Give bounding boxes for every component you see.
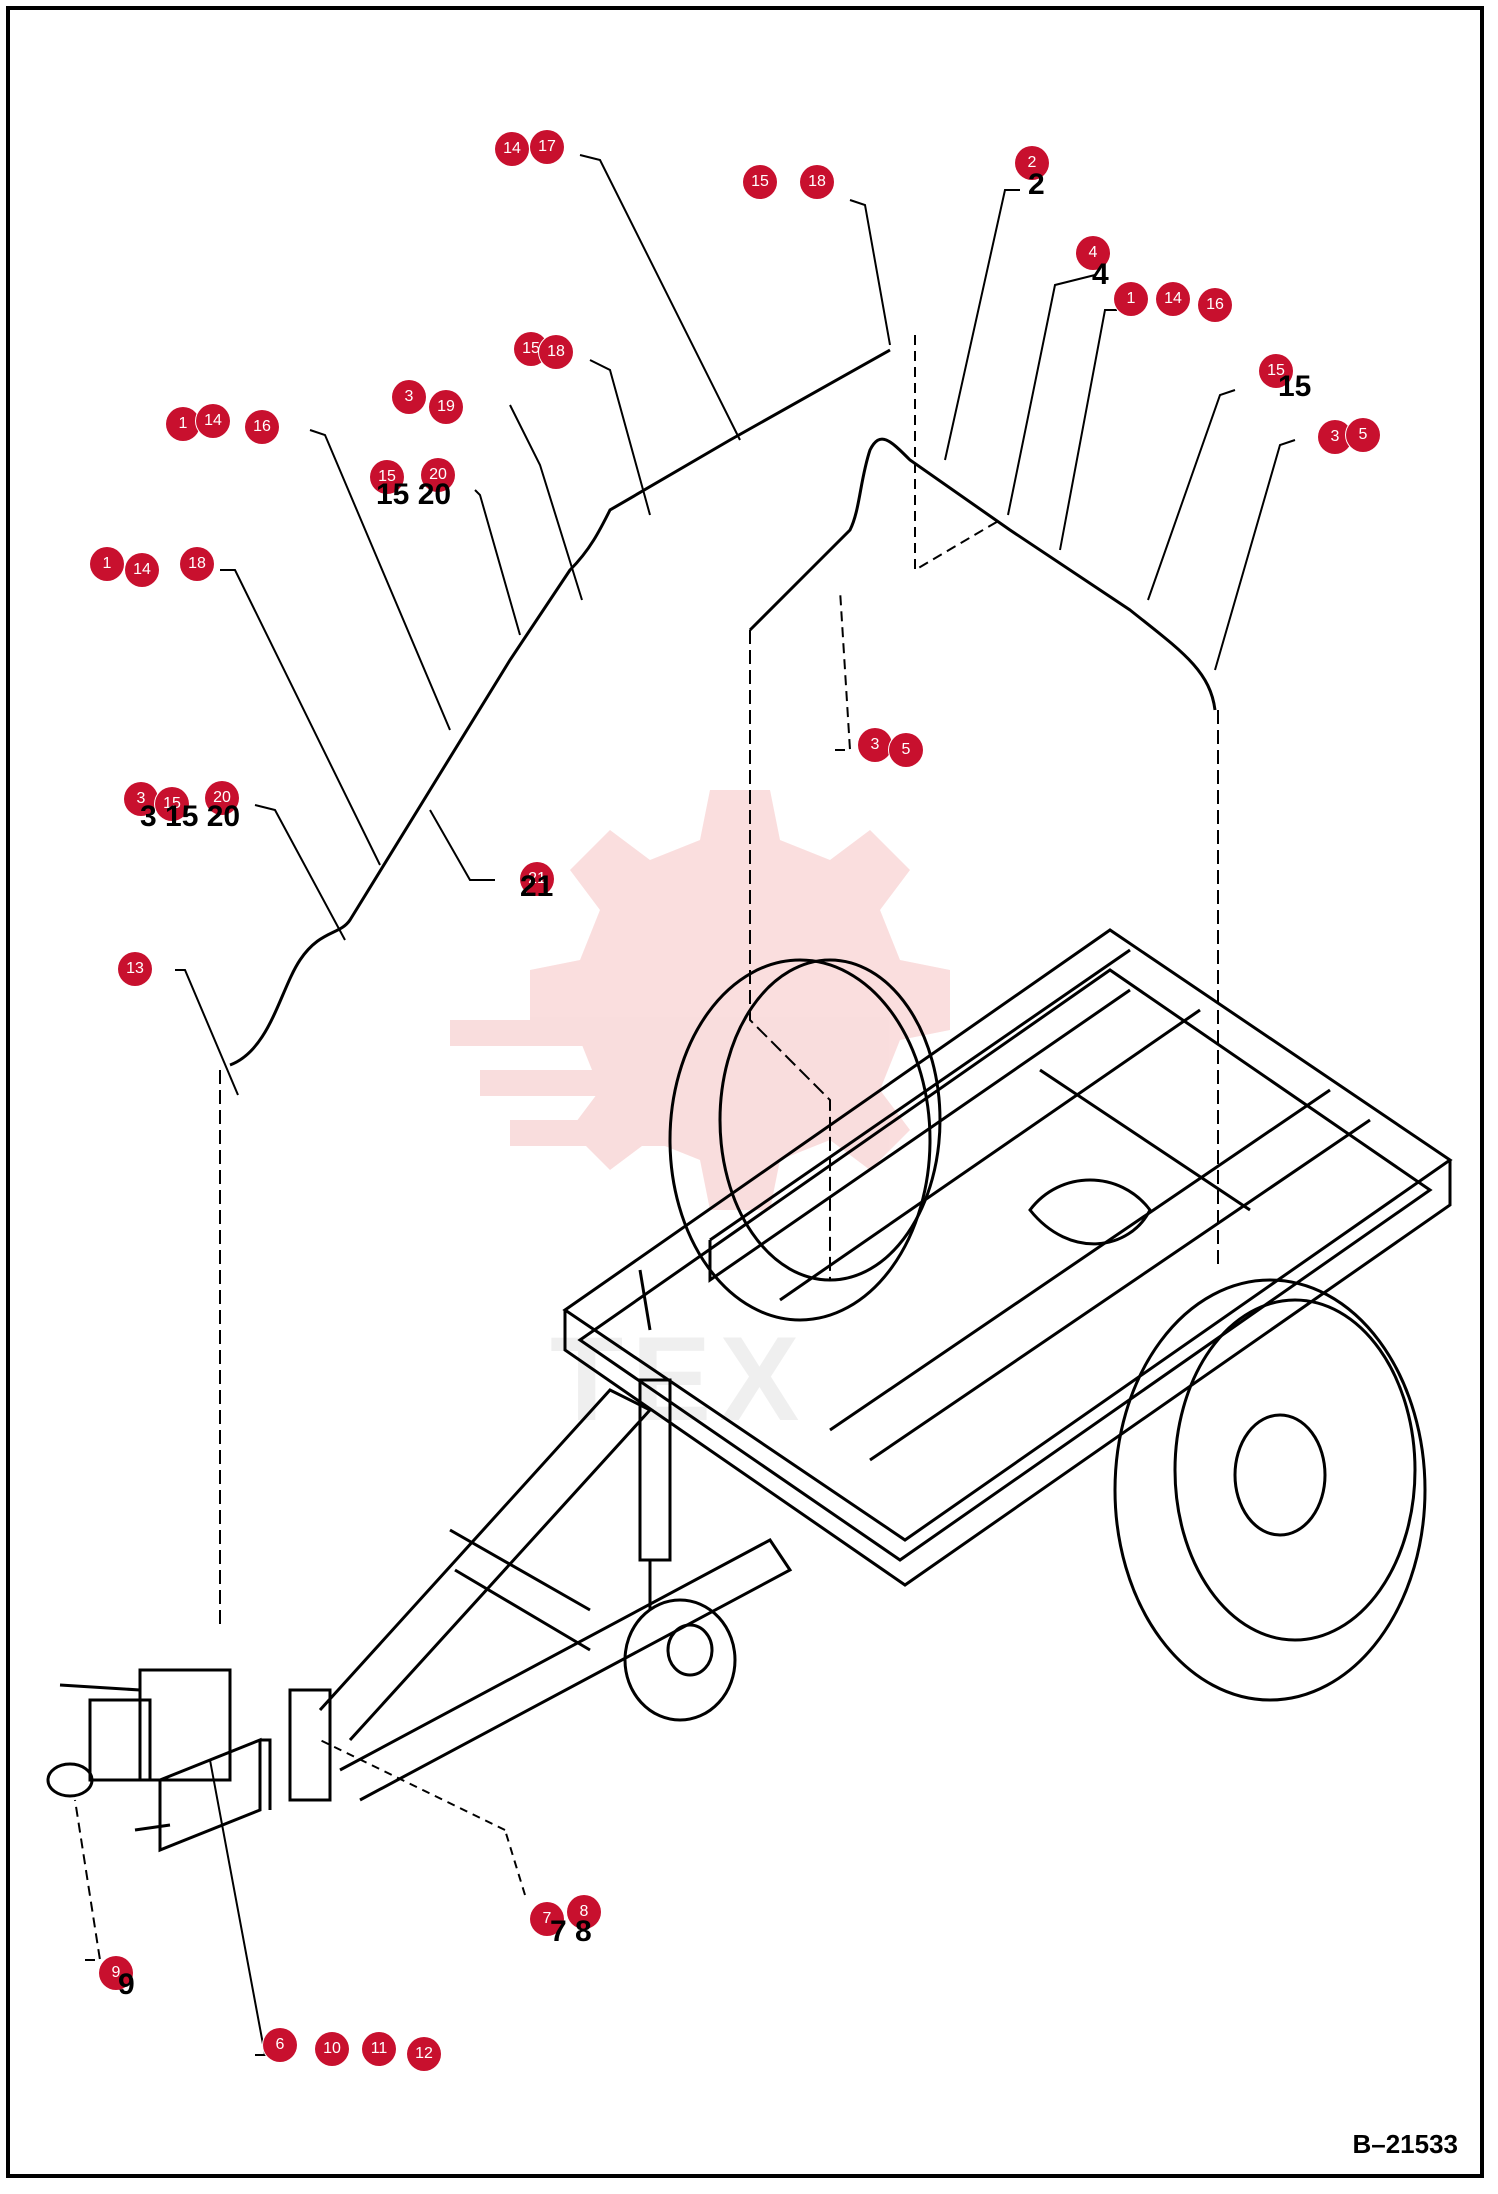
watermark-gear-icon (450, 790, 950, 1210)
hose-mid-dashed (749, 630, 831, 1280)
callout-8[interactable]: 8 (567, 1895, 601, 1929)
callout-18[interactable]: 18 (180, 547, 214, 581)
part-number-4: 4 (1092, 258, 1109, 291)
callout-2[interactable]: 2 (1015, 146, 1049, 180)
callout-15[interactable]: 15 (155, 787, 189, 821)
callout-11[interactable]: 11 (362, 2032, 396, 2066)
callout-12[interactable]: 12 (407, 2037, 441, 2071)
part-number-9: 9 (118, 1968, 135, 2001)
callout-20[interactable]: 20 (205, 781, 239, 815)
wheel-front (1113, 1278, 1427, 1702)
part-number-7-8: 7 8 (550, 1915, 592, 1948)
callout-3[interactable]: 3 (392, 380, 426, 414)
drawing-frame: TEX 14 17 15 18 2 4 1 14 16 15 18 15 3 1… (6, 6, 1484, 2178)
callout-6[interactable]: 6 (263, 2028, 297, 2062)
callout-14[interactable]: 14 (125, 553, 159, 587)
callout-14[interactable]: 14 (495, 132, 529, 166)
callout-14[interactable]: 14 (196, 404, 230, 438)
callout-1[interactable]: 1 (1114, 282, 1148, 316)
brake-line-left (229, 348, 891, 1067)
watermark-text: TEX (550, 1312, 808, 1446)
callout-19[interactable]: 19 (429, 390, 463, 424)
callout-17[interactable]: 17 (530, 130, 564, 164)
trailer-exploded-diagram (46, 154, 1453, 2056)
brake-line-right (748, 437, 1217, 711)
part-number-2: 2 (1028, 168, 1045, 201)
callout-15[interactable]: 15 (743, 165, 777, 199)
drawing-id: B–21533 (1352, 2129, 1458, 2159)
callout-13[interactable]: 13 (118, 952, 152, 986)
wheel-rear (668, 958, 942, 1322)
callout-14[interactable]: 14 (1156, 282, 1190, 316)
callout-20[interactable]: 20 (421, 458, 455, 492)
callout-5[interactable]: 5 (889, 733, 923, 767)
callout-10[interactable]: 10 (315, 2032, 349, 2066)
trailer-frame (288, 928, 1453, 1802)
callout-21[interactable]: 21 (520, 862, 554, 896)
callout-4[interactable]: 4 (1076, 236, 1110, 270)
part-number-3-15-20: 3 15 20 (140, 800, 241, 833)
callout-5[interactable]: 5 (1346, 418, 1380, 452)
callout-9[interactable]: 9 (99, 1956, 133, 1990)
part-number-21: 21 (520, 870, 554, 903)
callout-18[interactable]: 18 (800, 165, 834, 199)
part-number-15: 15 (1278, 370, 1312, 403)
part-number-15-20: 15 20 (376, 478, 452, 511)
callout-7[interactable]: 7 (530, 1902, 564, 1936)
outline-dashed (914, 335, 1001, 572)
callout-1[interactable]: 1 (90, 547, 124, 581)
hitch-assembly (46, 1668, 272, 1853)
callout-15[interactable]: 15 (370, 460, 404, 494)
callout-1[interactable]: 1 (166, 407, 200, 441)
callout-16[interactable]: 16 (245, 410, 279, 444)
callout-3[interactable]: 3 (858, 728, 892, 762)
callout-15[interactable]: 15 (1259, 354, 1293, 388)
callout-16[interactable]: 16 (1198, 288, 1232, 322)
callout-3[interactable]: 3 (124, 782, 158, 816)
callout-18[interactable]: 18 (539, 335, 573, 369)
